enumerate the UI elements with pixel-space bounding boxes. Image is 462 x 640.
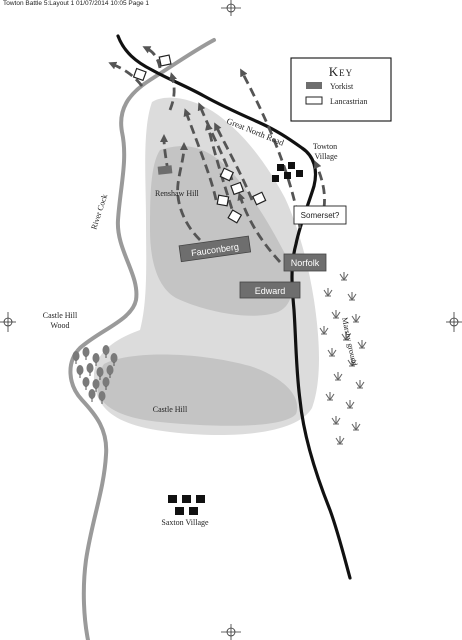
key-yorkist-swatch: [306, 82, 322, 89]
towton-label-line1: Towton: [313, 142, 337, 151]
castle-hill-wood-label-line2: Wood: [51, 321, 70, 330]
commander-edward-label: Edward: [255, 286, 286, 296]
key-lancastrian-swatch: [305, 96, 323, 105]
saxton-village-label: Saxton Village: [161, 518, 209, 527]
castle-hill-label: Castle Hill: [153, 405, 188, 414]
renshaw-hill-label: Renshaw Hill: [155, 189, 200, 198]
marshy-ground-tufts: [319, 271, 367, 445]
commander-somerset: Somerset?: [293, 205, 347, 225]
river-cock: [68, 38, 216, 640]
commander-somerset-label: Somerset?: [301, 211, 340, 220]
commander-edward: Edward: [239, 281, 301, 299]
castle-hill-wood-label-line1: Castle Hill: [43, 311, 78, 320]
yorkist-unit-marker: [157, 165, 173, 175]
lancastrian-unit-markers: [132, 54, 267, 224]
key-lancastrian-label: Lancastrian: [330, 97, 367, 106]
commander-norfolk: Norfolk: [283, 253, 327, 272]
print-header: Towton Battle 5:Layout 1 01/07/2014 10:0…: [3, 0, 150, 7]
river-cock-label: River Cock: [89, 193, 109, 231]
high-ground: [93, 97, 319, 436]
key-title: Key: [329, 64, 353, 79]
saxton-village-houses: [168, 495, 205, 515]
commander-fauconberg: Fauconberg: [178, 235, 252, 263]
towton-village-houses: [272, 162, 303, 182]
key-yorkist-label: Yorkist: [330, 82, 354, 91]
commander-norfolk-label: Norfolk: [291, 258, 320, 268]
great-north-road: [116, 34, 352, 580]
map-key: Key Yorkist Lancastrian: [290, 57, 392, 122]
marshy-ground-label: Marshy ground: [340, 317, 359, 367]
towton-label-line2: Village: [314, 152, 338, 161]
